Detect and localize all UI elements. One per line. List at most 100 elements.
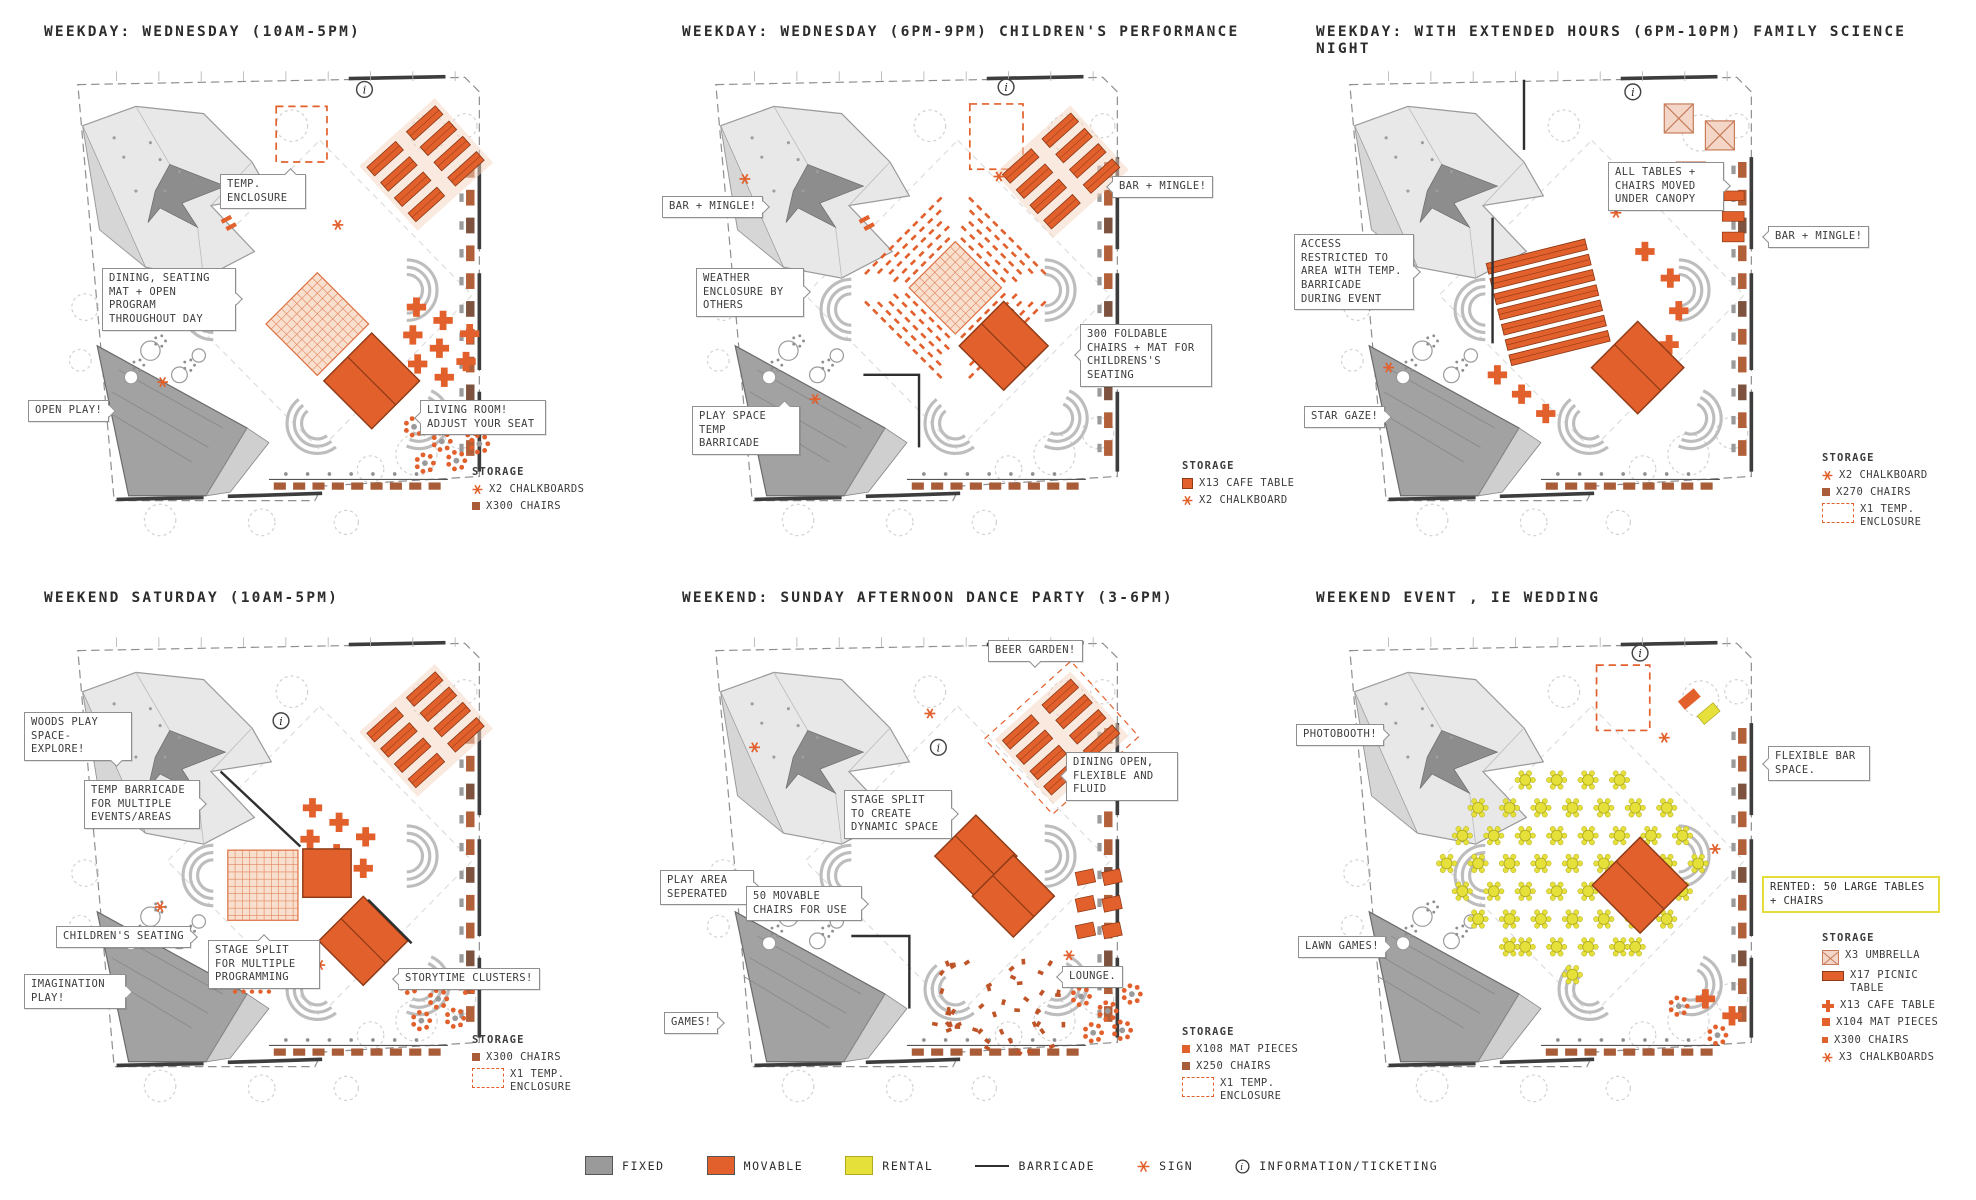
barricade-line bbox=[851, 934, 911, 1009]
seating-arcs bbox=[1557, 398, 1609, 455]
cafe-table bbox=[1487, 365, 1508, 385]
stage bbox=[317, 895, 409, 987]
rental-table bbox=[1656, 798, 1678, 818]
temp-enclosure bbox=[275, 105, 328, 163]
picnic-icon bbox=[1822, 971, 1844, 981]
chair-cluster bbox=[1083, 1022, 1105, 1044]
cafe-table bbox=[1659, 334, 1679, 355]
storage-item: X1 TEMP. ENCLOSURE bbox=[1182, 1077, 1306, 1103]
info-icon: i bbox=[997, 78, 1015, 96]
site-plan-drawing: i bbox=[1340, 71, 1754, 537]
rental-swatch bbox=[845, 1156, 874, 1175]
cafe-table bbox=[1660, 268, 1680, 288]
rental-table bbox=[1546, 937, 1568, 957]
rental-table bbox=[1577, 770, 1599, 790]
callout: BAR + MINGLE! bbox=[1112, 176, 1214, 198]
info-icon: i bbox=[355, 80, 374, 99]
storage-item: X3 UMBRELLA bbox=[1822, 949, 1946, 965]
cafe-table bbox=[1536, 403, 1556, 424]
rental-table bbox=[1546, 881, 1568, 901]
chair-cluster bbox=[1121, 983, 1143, 1005]
storage-item-label: X108 MAT PIECES bbox=[1196, 1043, 1299, 1055]
rental-table bbox=[1467, 853, 1489, 873]
callout: WOODS PLAY SPACE- EXPLORE! bbox=[24, 712, 132, 761]
callout: IMAGINATION PLAY! bbox=[24, 974, 126, 1010]
site-plan-drawing: i bbox=[706, 71, 1129, 537]
sculpture bbox=[785, 729, 865, 795]
info-icon: i bbox=[1631, 644, 1649, 662]
site-plan-drawing: i bbox=[1340, 637, 1754, 1103]
temp-enclosure bbox=[1595, 664, 1651, 732]
seating-arcs bbox=[406, 824, 439, 888]
callout: LAWN GAMES! bbox=[1298, 936, 1386, 958]
cafe-square-icon bbox=[1182, 478, 1193, 489]
seating-arcs bbox=[923, 964, 975, 1021]
sign-marker bbox=[332, 219, 344, 231]
storage-item-label: X1 TEMP. ENCLOSURE bbox=[1860, 503, 1922, 529]
rental-table bbox=[1687, 853, 1709, 873]
callout: STORYTIME CLUSTERS! bbox=[398, 968, 540, 990]
svg-text:i: i bbox=[937, 742, 940, 755]
chair-cluster bbox=[1668, 995, 1690, 1017]
panel-weekday-extended-hours-family-science-night: WEEKDAY: WITH EXTENDED HOURS (6PM-10PM) … bbox=[1294, 22, 1962, 582]
cafe-table bbox=[408, 354, 428, 374]
legend-item-movable: MOVABLE bbox=[706, 1156, 804, 1175]
chair-cluster bbox=[445, 1007, 467, 1029]
rental-table bbox=[1483, 826, 1505, 846]
storage-item: X1 TEMP. ENCLOSURE bbox=[1822, 503, 1946, 529]
legend-label: MOVABLE bbox=[743, 1158, 804, 1173]
storage-item: X2 CHALKBOARD bbox=[1182, 494, 1306, 507]
enclosure-icon bbox=[472, 1068, 504, 1089]
cafe-table bbox=[456, 351, 476, 372]
umbrella bbox=[1663, 103, 1694, 134]
panel-title: WEEKDAY: WEDNESDAY (6PM-9PM) CHILDREN'S … bbox=[682, 24, 1240, 40]
info-icon: i bbox=[929, 738, 947, 756]
temp-enclosure bbox=[968, 103, 1024, 171]
sign-marker bbox=[1658, 732, 1670, 743]
panel-title: WEEKEND: SUNDAY AFTERNOON DANCE PARTY (3… bbox=[682, 590, 1174, 606]
seating-arcs bbox=[1044, 258, 1077, 322]
rental-table bbox=[1624, 798, 1646, 818]
sign-marker bbox=[154, 901, 166, 913]
seating-arcs bbox=[406, 258, 439, 322]
picnic-table-stack bbox=[1485, 238, 1611, 367]
cafe-table bbox=[1669, 301, 1689, 321]
rental-table bbox=[1593, 853, 1615, 873]
legend-label: RENTAL bbox=[882, 1158, 934, 1173]
callout: 300 FOLDABLE CHAIRS + MAT FOR CHILDRENS'… bbox=[1080, 324, 1212, 387]
callout: BAR + MINGLE! bbox=[662, 196, 764, 218]
site-boundary bbox=[1349, 76, 1752, 502]
movable-chairs bbox=[931, 958, 1066, 1056]
callout: GAMES! bbox=[664, 1012, 719, 1034]
rental-table bbox=[1546, 826, 1568, 846]
chair-cluster bbox=[411, 1010, 433, 1032]
sculpture bbox=[1419, 729, 1499, 795]
sign-marker bbox=[993, 171, 1005, 182]
sculpture bbox=[147, 163, 227, 229]
chair-cluster bbox=[414, 452, 436, 474]
rental-table bbox=[1451, 826, 1473, 846]
rental-table bbox=[1624, 937, 1646, 957]
callout: PLAY SPACE TEMP BARRICADE bbox=[692, 406, 800, 455]
movable-swatch bbox=[706, 1156, 735, 1175]
storage-item-label: X3 UMBRELLA bbox=[1845, 949, 1921, 961]
rental-table bbox=[1498, 853, 1521, 873]
storage-item: X104 MAT PIECES bbox=[1822, 1016, 1946, 1029]
rental-table bbox=[1593, 909, 1615, 929]
callout: OPEN PLAY! bbox=[28, 400, 110, 422]
cafe-table bbox=[353, 858, 373, 878]
rental-table bbox=[1498, 798, 1521, 818]
cafe-table bbox=[300, 829, 320, 849]
storage-item-label: X13 CAFE TABLE bbox=[1840, 999, 1936, 1012]
panel-weekend-sunday-afternoon-dance-party: WEEKEND: SUNDAY AFTERNOON DANCE PARTY (3… bbox=[660, 588, 1298, 1148]
mat-icon bbox=[1822, 1018, 1830, 1027]
